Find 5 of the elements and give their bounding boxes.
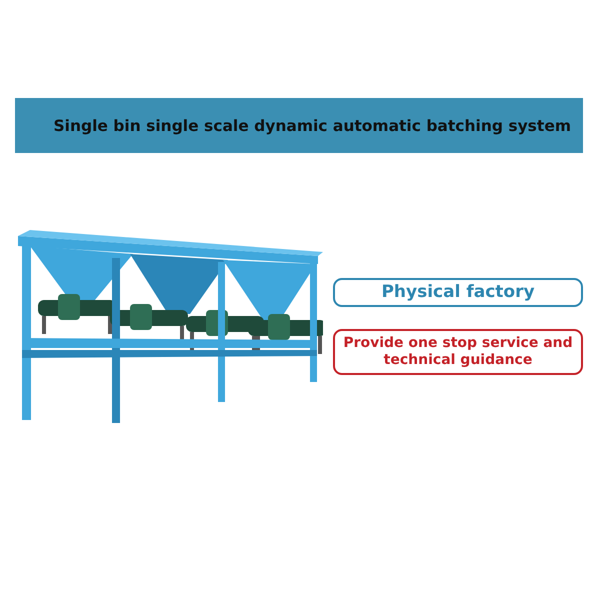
title: Single bin single scale dynamic automatic batching system [53,116,571,134]
box-text: Provide one stop service and technical guidance [342,334,574,370]
rounded-label-box [333,278,583,307]
box-text: Physical factory [381,282,535,304]
rounded-label-box [333,329,583,375]
